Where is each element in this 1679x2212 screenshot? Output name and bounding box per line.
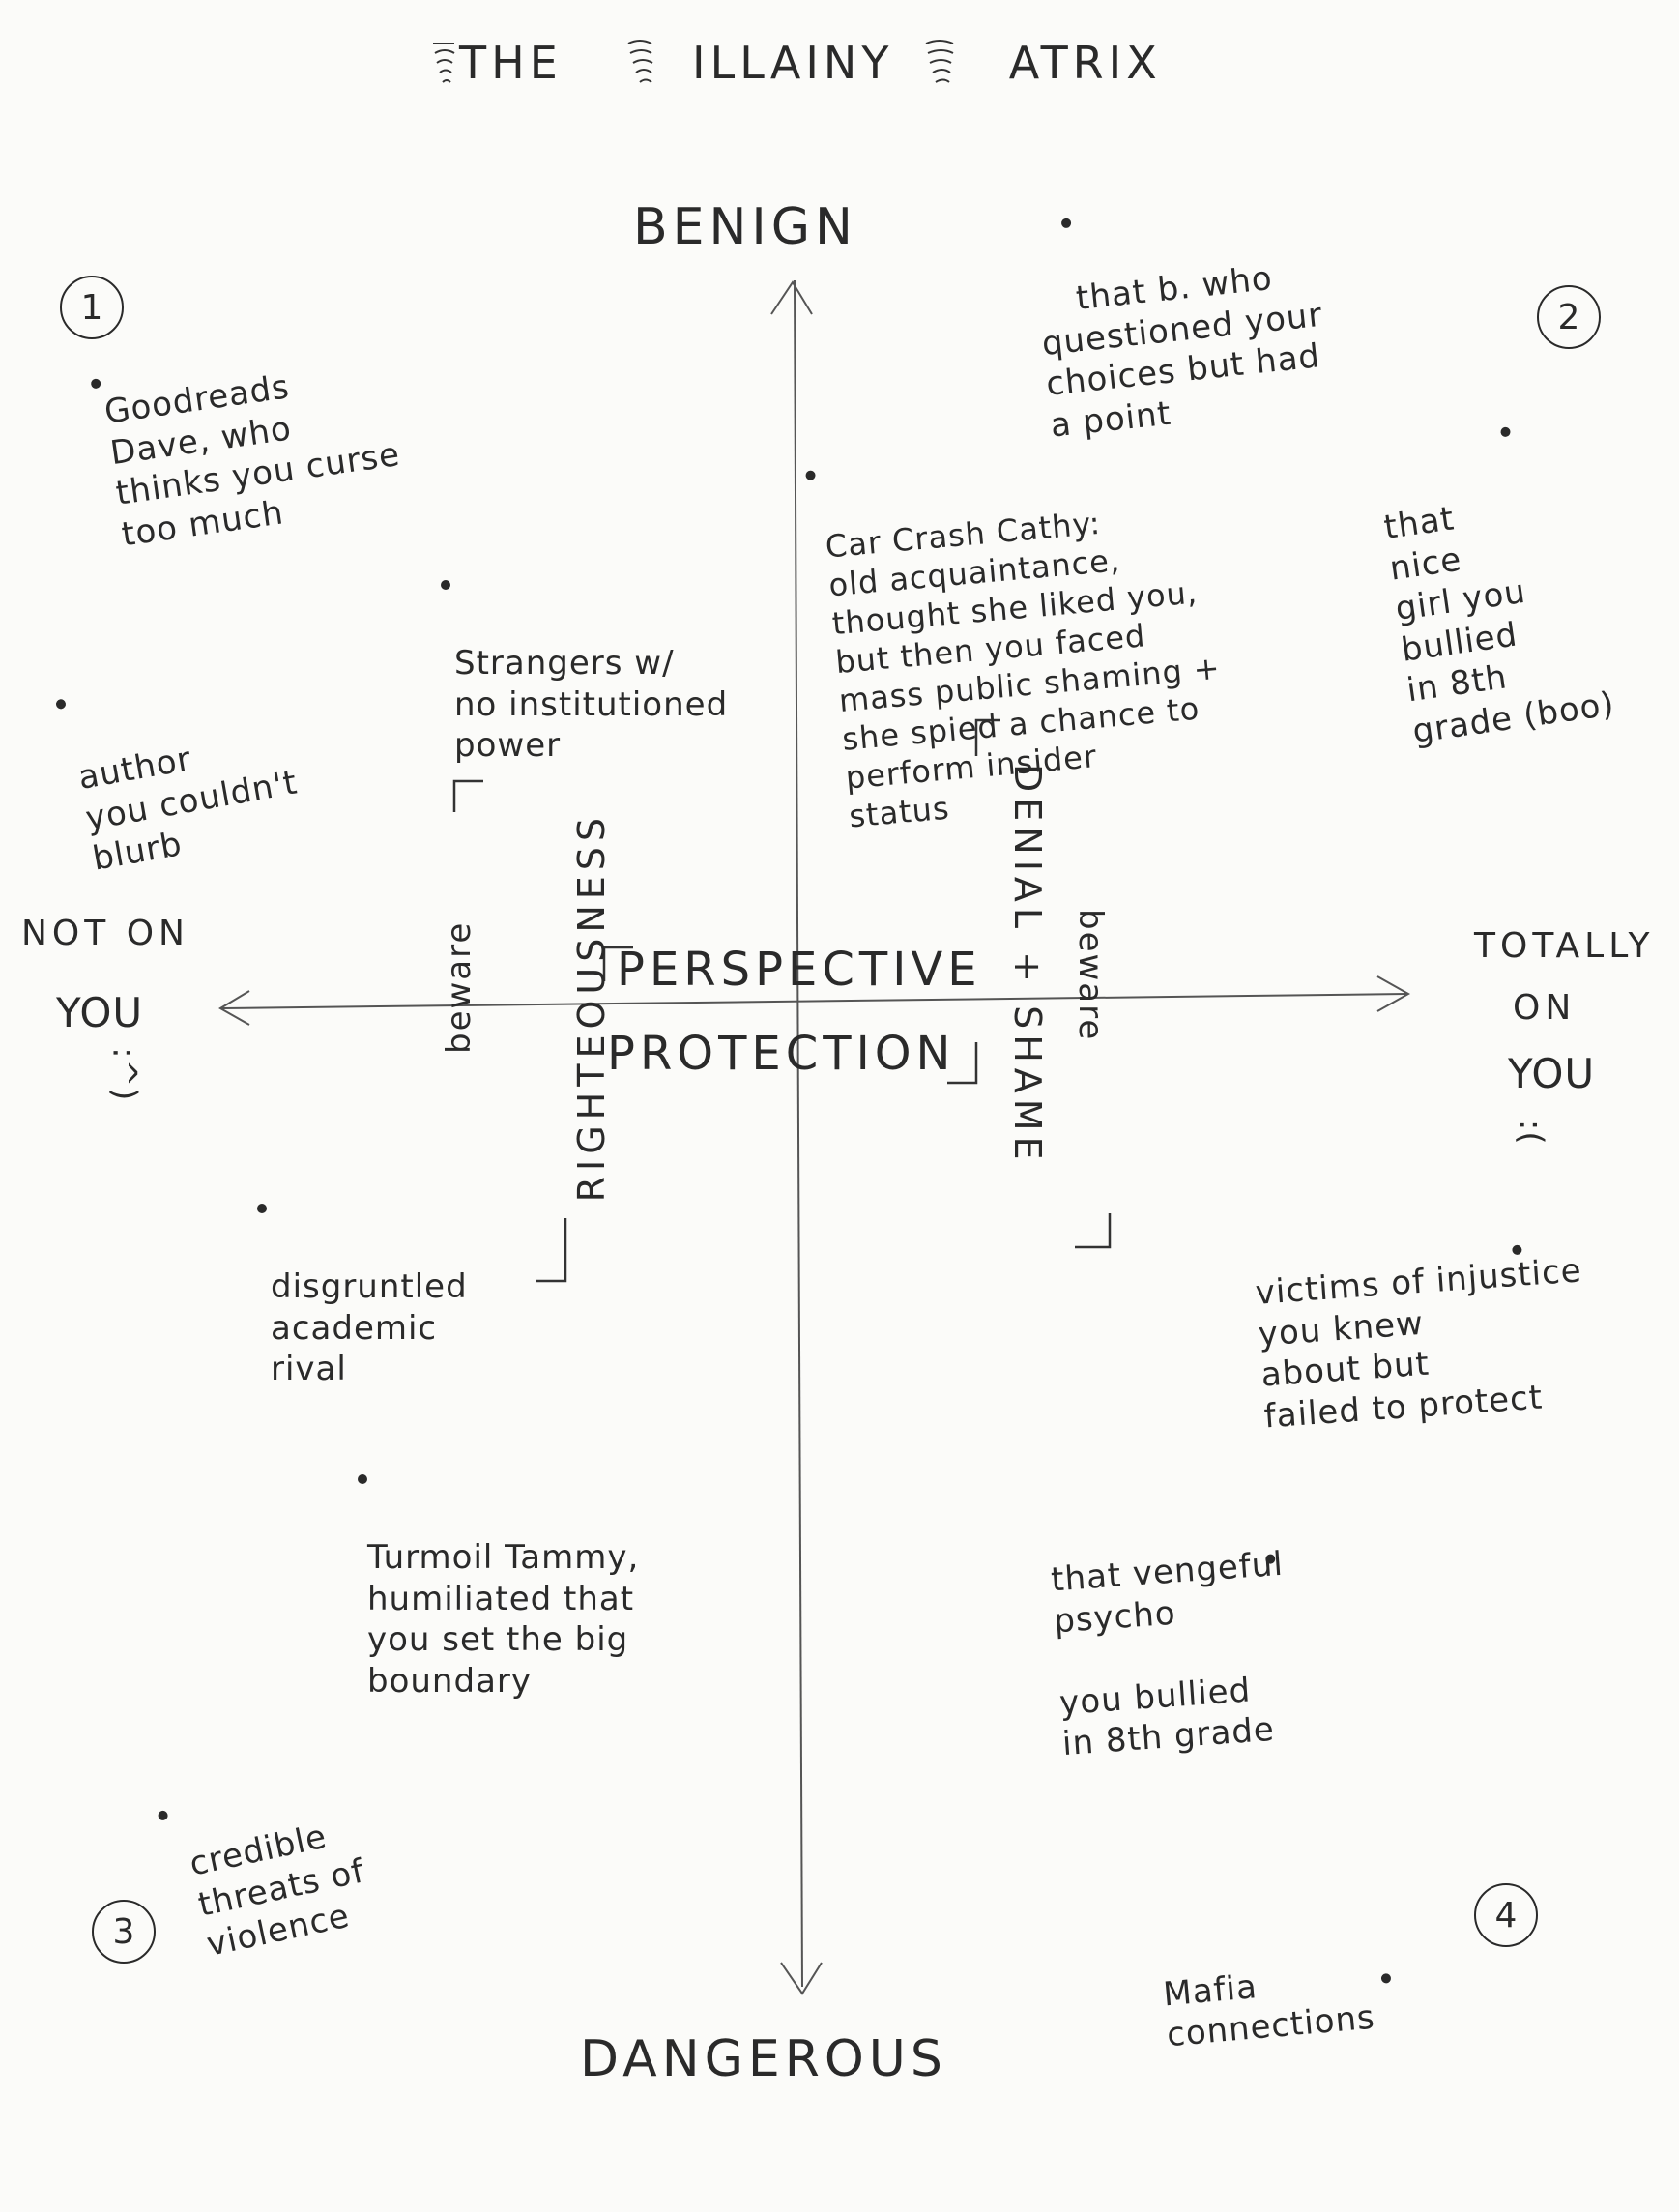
note-disgruntled-text: disgruntled academic rival [271,1267,468,1388]
denial-shame-label: DENIAL + SHAME [1006,764,1049,1166]
note-that-b-text: that b. who questioned your choices but … [1039,258,1325,446]
face-sad: :( [1511,1119,1550,1146]
note-turmoil-tammy: Turmoil Tammy, humiliated that you set t… [358,1455,640,1702]
note-vengeful-text: that vengeful psycho you bullied in 8th … [1049,1544,1286,1764]
bullet-dot [1512,1244,1522,1256]
axis-label-not-on: NOT ON [21,914,189,953]
denial-bracket-top [974,718,1000,756]
squiggle-v [627,40,653,83]
quadrant-number-3: 3 [92,1900,156,1964]
note-strangers: Strangers w/ no institutioned power [441,561,729,767]
bullet-dot [1060,218,1072,229]
beware-right: beware [1071,909,1110,1042]
title: THE ILLAINY ATRIX [459,37,1162,89]
arrow-down [780,1962,823,1995]
bullet-dot [358,1474,367,1484]
horizontal-axis [221,993,1407,1009]
perspective-bracket-top [602,946,633,981]
axis-label-dangerous: DANGEROUS [580,2030,947,2088]
axis-label-you-right: YOU [1508,1050,1596,1097]
bullet-dot [257,1204,267,1213]
note-victims-of-injustice: victims of injustice you knew about but … [1249,1169,1592,1438]
note-car-crash-cathy: Car Crash Cathy: old acquaintance, thoug… [805,418,1231,836]
face-happy: :^) [104,1047,144,1102]
note-disgruntled-rival: disgruntled academic rival [257,1184,468,1390]
arrow-left [218,990,250,1026]
note-author-blurb: author you couldn't blurb [55,640,307,880]
quadrant-number-1: 1 [60,276,124,339]
axis-label-totally: TOTALLY [1474,926,1655,966]
perspective-bracket-bottom [947,1042,978,1085]
righteousness-bracket-top [452,779,483,812]
note-victims-text: victims of injustice you knew about but … [1254,1251,1583,1436]
bullet-dot [441,580,450,590]
note-goodreads-dave: Goodreads Dave, who thinks you curse too… [90,272,409,556]
note-strangers-text: Strangers w/ no institutioned power [454,644,729,765]
bullet-dot [1499,426,1512,438]
axis-label-benign: BENIGN [633,198,857,256]
axis-label-on: ON [1513,988,1577,1028]
quadrant-number-2: 2 [1537,285,1601,349]
squiggle-t [433,43,455,83]
note-turmoil-text: Turmoil Tammy, humiliated that you set t… [367,1538,640,1701]
title-part1: THE [459,37,563,89]
note-mafia: Mafia connections [1158,1915,1392,2097]
axis-label-you-left: YOU [56,989,144,1036]
arrow-up [770,280,813,315]
denial-bracket-bottom [1075,1213,1112,1249]
note-nice-girl-text: that nice girl you bullied in 8th grade … [1381,499,1617,751]
arrow-right [1376,975,1411,1012]
center-protection: PROTECTION [607,1027,956,1081]
note-mafia-text: Mafia connections [1161,1966,1377,2055]
note-that-b: that b. who questioned your choices but … [1027,171,1333,446]
quadrant-number-4: 4 [1474,1883,1538,1947]
title-part2: ILLAINY [692,37,894,89]
squiggle-m [925,40,954,83]
righteousness-bracket-bottom [536,1218,567,1283]
vertical-axis [794,279,803,1988]
title-part3: ATRIX [1008,37,1162,89]
note-vengeful-psycho: that vengeful psycho you bullied in 8th … [1044,1462,1296,1765]
note-cathy-text: Car Crash Cathy: old acquaintance, thoug… [824,504,1223,835]
center-perspective: PERSPECTIVE [617,943,982,997]
beware-left: beware [440,920,478,1054]
righteousness-label: RIGHTEOUSNESS [570,812,613,1203]
